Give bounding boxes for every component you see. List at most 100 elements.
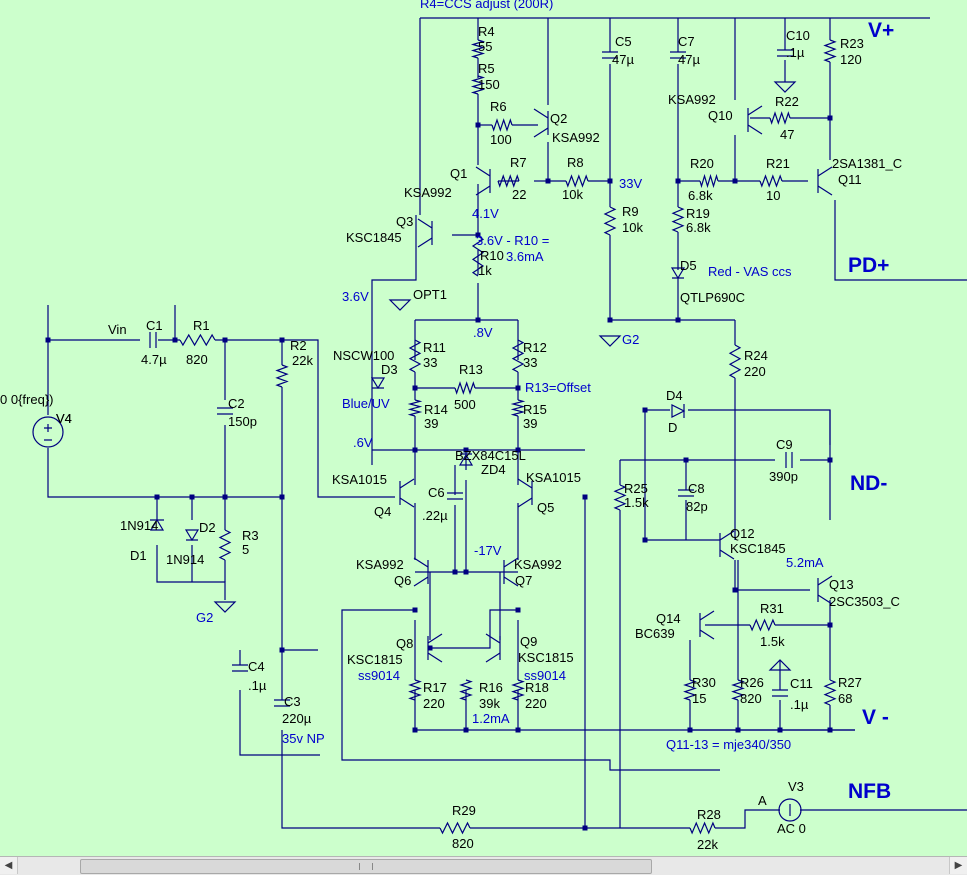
resistor-symbol	[455, 383, 475, 393]
value-d3: NSCW100	[333, 348, 394, 363]
value-c10: .1µ	[786, 45, 805, 60]
junction-dot	[828, 458, 833, 463]
scroll-left-arrow-icon[interactable]: ◀	[0, 857, 18, 874]
scrollbar-thumb[interactable]	[80, 859, 652, 874]
label-c4: C4	[248, 659, 265, 674]
value-r29: 820	[452, 836, 474, 851]
label-r30: R30	[692, 675, 716, 690]
label-v4-source: 0 0{freq})	[0, 392, 54, 407]
label-a: A	[758, 793, 767, 808]
junction-dot	[643, 538, 648, 543]
value-d5: QTLP690C	[680, 290, 745, 305]
label-r1: R1	[193, 318, 210, 333]
junction-dot	[733, 588, 738, 593]
wire	[372, 215, 416, 465]
value-r6: 100	[490, 132, 512, 147]
resistor-symbol	[825, 680, 835, 705]
label-r27: R27	[838, 675, 862, 690]
value-r13: 500	[454, 397, 476, 412]
capacitor-symbol	[772, 690, 788, 696]
ground-symbol	[390, 300, 410, 310]
value-q2: KSA992	[552, 130, 600, 145]
resistor-symbol	[605, 207, 615, 235]
schematic-texts: R455R5150R6100Q2KSA992R722R810kC547µC747…	[0, 0, 902, 852]
value-d2: 1N914	[166, 552, 204, 567]
note-ss9014-b: ss9014	[524, 668, 566, 683]
resistor-symbol	[461, 680, 471, 700]
resistor-symbol	[730, 345, 740, 378]
label-q8: Q8	[396, 636, 413, 651]
junction-dot	[280, 648, 285, 653]
label-c1: C1	[146, 318, 163, 333]
junction-dot	[280, 495, 285, 500]
label-vin: Vin	[108, 322, 127, 337]
label-r19: R19	[686, 206, 710, 221]
junction-dot	[608, 179, 613, 184]
value-q12: KSC1845	[730, 541, 786, 556]
junction-dot	[583, 495, 588, 500]
port-vminus: V -	[862, 706, 889, 729]
note-52ma: 5.2mA	[786, 555, 824, 570]
label-r9: R9	[622, 204, 639, 219]
port-vplus: V+	[868, 19, 894, 42]
value-q10: KSA992	[668, 92, 716, 107]
label-q10: Q10	[708, 108, 733, 123]
wire	[585, 810, 967, 828]
value-c3: 220µ	[282, 711, 312, 726]
label-d2: D2	[199, 520, 216, 535]
label-q11: Q11	[838, 172, 862, 187]
schematic-canvas[interactable]: R455R5150R6100Q2KSA992R722R810kC547µC747…	[0, 0, 967, 856]
resistor-symbol	[410, 400, 420, 416]
junction-dot	[280, 338, 285, 343]
label-q3: Q3	[396, 214, 413, 229]
value-r14: 39	[424, 416, 438, 431]
label-q14: Q14	[656, 611, 681, 626]
note-ss9014-a: ss9014	[358, 668, 400, 683]
value-c1: 4.7µ	[141, 352, 167, 367]
note-g2-b: G2	[196, 610, 213, 625]
transistor-symbol	[400, 479, 414, 507]
value-q1: KSA992	[404, 185, 452, 200]
resistor-symbol	[440, 823, 470, 833]
scroll-right-arrow-icon[interactable]: ▶	[949, 857, 967, 874]
label-r14: R14	[424, 402, 448, 417]
ground-symbol	[600, 336, 620, 346]
label-r21: R21	[766, 156, 790, 171]
value-c2: 150p	[228, 414, 257, 429]
value-r30: 15	[692, 691, 706, 706]
resistor-symbol	[673, 207, 683, 232]
label-v4-ref: V4	[56, 411, 72, 426]
label-r5: R5	[478, 61, 495, 76]
value-q14: BC639	[635, 626, 675, 641]
note-blue-uv: Blue/UV	[342, 396, 390, 411]
note-vas-ccs: Red - VAS ccs	[708, 264, 792, 279]
note-g2-a: G2	[622, 332, 639, 347]
label-c11: C11	[790, 676, 813, 691]
value-r1: 820	[186, 352, 208, 367]
ground-symbol	[775, 82, 795, 92]
label-r2: R2	[290, 338, 307, 353]
wire	[157, 497, 225, 600]
note-08v: .8V	[473, 325, 493, 340]
value-q13: 2SC3503_C	[829, 594, 900, 609]
label-r10: R10	[480, 248, 504, 263]
horizontal-scrollbar[interactable]: ◀ ▶	[0, 856, 967, 875]
value-r28: 22k	[697, 837, 718, 852]
junction-dot	[413, 448, 418, 453]
junction-dot	[583, 826, 588, 831]
value-q3: KSC1845	[346, 230, 402, 245]
junction-dot	[173, 338, 178, 343]
resistor-symbol	[690, 823, 715, 833]
label-q2: Q2	[550, 111, 567, 126]
port-pdplus: PD+	[848, 254, 889, 277]
label-q5: Q5	[537, 500, 554, 515]
value-zd4: BZX84C15L	[455, 448, 526, 463]
junction-dot	[688, 728, 693, 733]
label-r7: R7	[510, 155, 527, 170]
capacitor-symbol	[150, 332, 156, 348]
resistor-symbol	[700, 176, 718, 186]
diode-symbol	[672, 404, 684, 418]
junction-dot	[733, 179, 738, 184]
junction-dot	[676, 179, 681, 184]
value-r27: 68	[838, 691, 852, 706]
